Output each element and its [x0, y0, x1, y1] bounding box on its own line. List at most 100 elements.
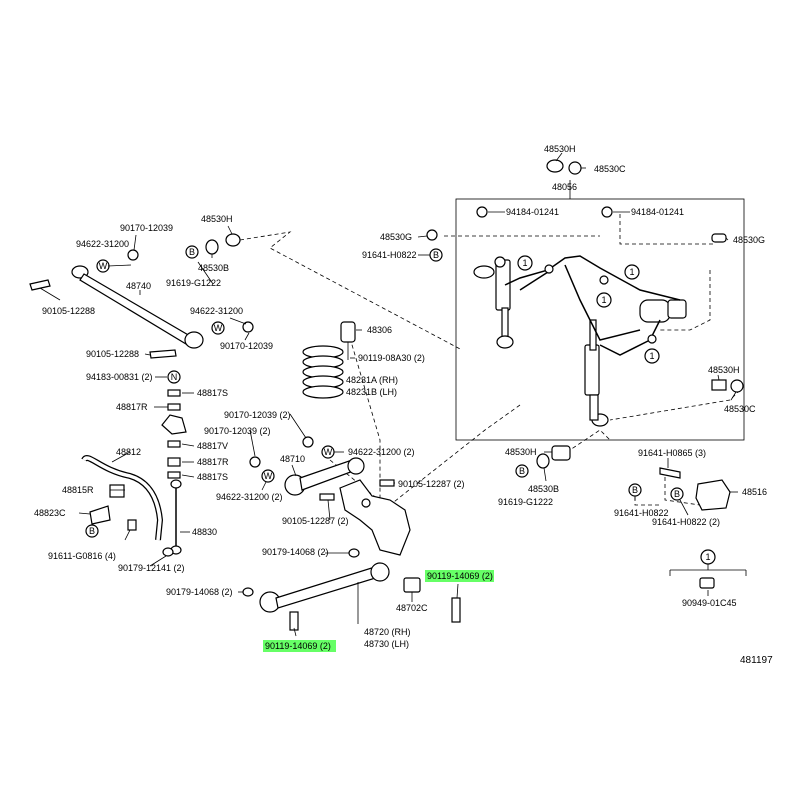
- highlighted-part-90119-14069-left[interactable]: 90119-14069 (2): [263, 640, 336, 652]
- label-90949[interactable]: 90949-01C45: [682, 598, 737, 608]
- label-94622-d[interactable]: 94622-31200 (2): [216, 492, 283, 502]
- label-48530H-top[interactable]: 48530H: [544, 144, 576, 154]
- callout-1-c[interactable]: 1: [596, 292, 612, 308]
- label-48817R-a[interactable]: 48817R: [116, 402, 148, 412]
- label-94184-left[interactable]: 94184-01241: [506, 207, 559, 217]
- label-48817V[interactable]: 48817V: [197, 441, 228, 451]
- washer-48817V: [167, 440, 181, 448]
- label-94183[interactable]: 94183-00831 (2): [86, 372, 153, 382]
- upper-arm-48710: [284, 457, 365, 496]
- bushing-48817R-b: [167, 457, 181, 467]
- label-48720[interactable]: 48720 (RH): [364, 627, 411, 637]
- label-48530B-mid[interactable]: 48530B: [528, 484, 559, 494]
- label-90179-14068-a[interactable]: 90179-14068 (2): [262, 547, 329, 557]
- bushing-48817S-b: [167, 471, 181, 479]
- label-48812[interactable]: 48812: [116, 447, 141, 457]
- label-48056[interactable]: 48056: [552, 182, 577, 192]
- bushing-48817R-a: [167, 403, 181, 411]
- nut-90179-12141: [162, 547, 174, 557]
- label-48830[interactable]: 48830: [192, 527, 217, 537]
- legend-1: 1: [669, 549, 747, 589]
- svg-text:W: W: [264, 471, 273, 481]
- svg-text:B: B: [674, 489, 680, 499]
- label-48530H-mid[interactable]: 48530H: [505, 447, 537, 457]
- label-94622-b[interactable]: 94622-31200: [190, 306, 243, 316]
- label-48530H-right[interactable]: 48530H: [708, 365, 740, 375]
- label-48815R[interactable]: 48815R: [62, 485, 94, 495]
- bushing-48530B-mid: [536, 453, 550, 469]
- label-90170-b[interactable]: 90170-12039: [220, 341, 273, 351]
- label-48817S-b[interactable]: 48817S: [197, 472, 228, 482]
- stabilizer-link-48830: [170, 479, 182, 555]
- svg-text:1: 1: [649, 351, 654, 361]
- label-48516[interactable]: 48516: [742, 487, 767, 497]
- label-90170-d[interactable]: 90170-12039 (2): [204, 426, 271, 436]
- label-48702C[interactable]: 48702C: [396, 603, 428, 613]
- label-48730[interactable]: 48730 (LH): [364, 639, 409, 649]
- callout-1-a[interactable]: 1: [517, 255, 533, 271]
- label-91641-top[interactable]: 91641-H0822: [362, 250, 417, 260]
- label-91619-a[interactable]: 91619-G1222: [166, 278, 221, 288]
- nut-90179-14068-a: [348, 548, 360, 558]
- label-48817R-b[interactable]: 48817R: [197, 457, 229, 467]
- label-94622-a[interactable]: 94622-31200: [76, 239, 129, 249]
- label-90105-12288-b[interactable]: 90105-12288: [86, 349, 139, 359]
- highlighted-part-90119-14069-right[interactable]: 90119-14069 (2): [425, 570, 494, 582]
- label-90105-d[interactable]: 90105-12287 (2): [282, 516, 349, 526]
- label-90170-a[interactable]: 90170-12039: [120, 223, 173, 233]
- label-90105-12288-a[interactable]: 90105-12288: [42, 306, 95, 316]
- label-48231B[interactable]: 48231B (LH): [346, 387, 397, 397]
- label-48306[interactable]: 48306: [367, 325, 392, 335]
- label-48530G-left[interactable]: 48530G: [380, 232, 412, 242]
- callout-1-b[interactable]: 1: [624, 264, 640, 280]
- nut-90179-14068-b: [242, 587, 254, 597]
- axle-bracket: [339, 479, 411, 556]
- label-91611[interactable]: 91611-G0816 (4): [48, 551, 116, 561]
- label-91619-b[interactable]: 91619-G1222: [498, 497, 553, 507]
- bracket-48823C: [89, 505, 111, 525]
- bushing-48530B: [205, 239, 219, 255]
- nut-90170-c: [302, 436, 314, 448]
- label-48231A[interactable]: 48231A (RH): [346, 375, 398, 385]
- label-48823C[interactable]: 48823C: [34, 508, 66, 518]
- svg-text:90119-14069 (2): 90119-14069 (2): [427, 571, 493, 581]
- label-48530B-left[interactable]: 48530B: [198, 263, 229, 273]
- bolt-90119-14069-l: [289, 611, 299, 631]
- label-94184-right[interactable]: 94184-01241: [631, 207, 684, 217]
- bolt-90105-12288-a: [29, 279, 51, 291]
- label-90119-08A30[interactable]: 90119-08A30 (2): [358, 353, 425, 363]
- label-91641-H0822-a[interactable]: 91641-H0822: [614, 508, 669, 518]
- svg-text:W: W: [214, 323, 223, 333]
- symbol-N: [167, 370, 181, 384]
- label-48740[interactable]: 48740: [126, 281, 151, 291]
- label-48530C-right[interactable]: 48530C: [724, 404, 756, 414]
- label-48530H-left[interactable]: 48530H: [201, 214, 233, 224]
- svg-text:1: 1: [601, 295, 606, 305]
- bump-stop-48306: [340, 321, 356, 360]
- washer-48530C-top: [568, 161, 582, 175]
- label-90105-c[interactable]: 90105-12287 (2): [398, 479, 465, 489]
- label-48530C-top[interactable]: 48530C: [594, 164, 626, 174]
- label-90170-c[interactable]: 90170-12039 (2): [224, 410, 291, 420]
- label-48710[interactable]: 48710: [280, 454, 305, 464]
- shock-absorber-left: [473, 256, 514, 349]
- label-91641-H0865[interactable]: 91641-H0865 (3): [638, 448, 706, 458]
- washer-W-b: [211, 321, 225, 335]
- label-90179-12141[interactable]: 90179-12141 (2): [118, 563, 185, 573]
- bolt-91641-H0865: [659, 467, 681, 479]
- callout-1-d[interactable]: 1: [644, 348, 660, 364]
- label-48817S-a[interactable]: 48817S: [197, 388, 228, 398]
- label-94622-c[interactable]: 94622-31200 (2): [348, 447, 415, 457]
- label-90179-14068-b[interactable]: 90179-14068 (2): [166, 587, 233, 597]
- svg-text:1: 1: [629, 267, 634, 277]
- svg-text:1: 1: [705, 552, 710, 562]
- label-48530G-right[interactable]: 48530G: [733, 235, 765, 245]
- svg-text:B: B: [632, 485, 638, 495]
- label-91641-H0822-b[interactable]: 91641-H0822 (2): [652, 517, 720, 527]
- nut-90170-d: [249, 456, 261, 468]
- lower-arm-48720: [259, 562, 390, 613]
- washer-48530G-left: [426, 229, 438, 241]
- bushing-48530H-right: [711, 379, 727, 391]
- washer-48530C-right: [730, 379, 744, 393]
